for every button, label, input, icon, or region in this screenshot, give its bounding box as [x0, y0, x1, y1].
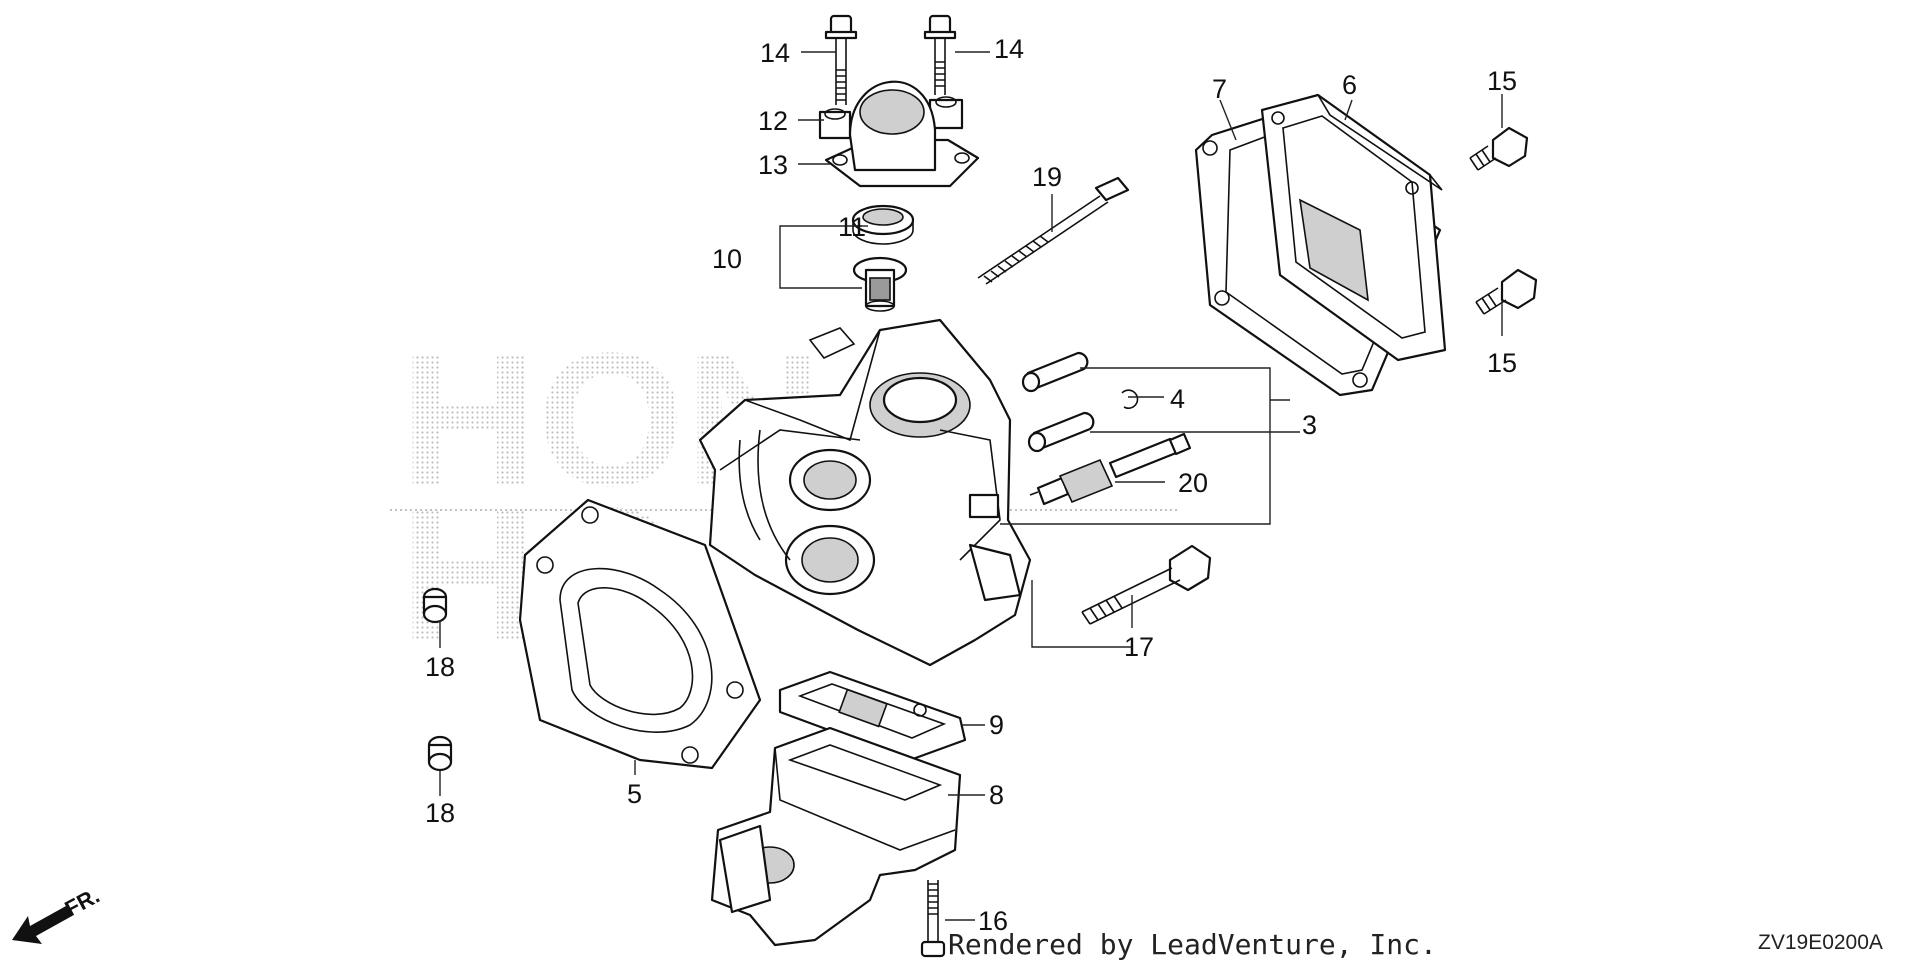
dowel-18-upper[interactable] — [422, 587, 448, 624]
thermostat-cover-12[interactable] — [818, 80, 980, 188]
bolt-14-left[interactable] — [824, 14, 858, 105]
callout-12: 12 — [758, 106, 788, 136]
bolt-14-right[interactable] — [923, 14, 957, 95]
gasket-9[interactable] — [778, 670, 967, 762]
callout-15-upper: 15 — [1487, 66, 1517, 96]
render-credit: Rendered by LeadVenture, Inc. — [948, 928, 1437, 960]
callout-11: 11 — [838, 212, 866, 242]
callout-15-lower: 15 — [1487, 348, 1517, 378]
head-cover-6[interactable] — [1260, 93, 1447, 362]
callout-7: 7 — [1212, 74, 1227, 104]
callout-18-upper: 18 — [425, 652, 455, 682]
callout-10: 10 — [712, 244, 742, 274]
callout-5: 5 — [627, 779, 642, 809]
manifold-8[interactable] — [710, 726, 962, 947]
dowel-pin-3-upper[interactable] — [1021, 351, 1089, 393]
callout-20: 20 — [1178, 468, 1208, 498]
callouts: 14 14 12 13 11 10 19 7 6 15 15 4 3 20 17… — [425, 34, 1517, 936]
callout-14-left: 14 — [760, 38, 790, 68]
callout-18-lower: 18 — [425, 798, 455, 828]
thermostat-10[interactable] — [852, 256, 908, 312]
bolt-17[interactable] — [1081, 544, 1212, 625]
bolt-16[interactable] — [920, 880, 946, 958]
seal-ring-11[interactable] — [851, 204, 915, 245]
callout-3: 3 — [1302, 410, 1317, 440]
bolt-15-lower[interactable] — [1475, 268, 1538, 315]
front-direction-arrow: FR. — [12, 883, 104, 944]
stud-bolt-19[interactable] — [977, 176, 1130, 285]
clip-4[interactable] — [1121, 389, 1139, 410]
callout-9: 9 — [989, 710, 1004, 740]
head-gasket-5[interactable] — [518, 498, 762, 770]
callout-17: 17 — [1124, 632, 1154, 662]
bolt-15-upper[interactable] — [1469, 126, 1529, 171]
cylinder-head[interactable] — [698, 318, 1032, 667]
callout-6: 6 — [1342, 70, 1357, 100]
callout-13: 13 — [758, 150, 788, 180]
callout-16: 16 — [978, 906, 1008, 936]
dowel-pin-3-lower[interactable] — [1027, 411, 1095, 453]
callout-14-right: 14 — [994, 34, 1024, 64]
dowel-18-lower[interactable] — [427, 735, 453, 772]
leader-lines — [439, 51, 1503, 921]
diagram-code: ZV19E0200A — [1758, 931, 1883, 954]
callout-4: 4 — [1170, 384, 1185, 414]
spark-plug-20[interactable] — [1029, 432, 1192, 506]
callout-8: 8 — [989, 780, 1004, 810]
callout-19: 19 — [1032, 162, 1062, 192]
